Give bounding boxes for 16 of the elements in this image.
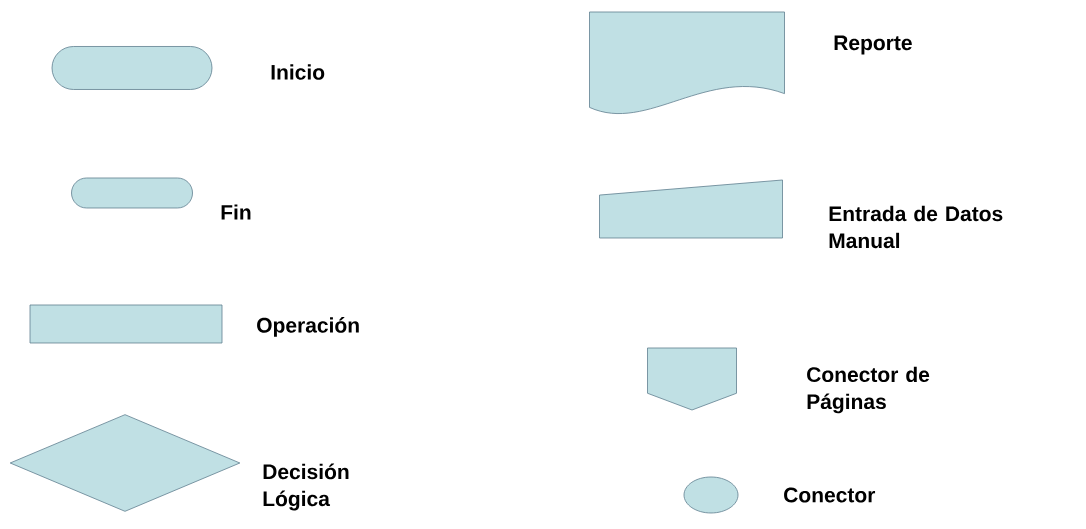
connector-circle: [683, 476, 739, 514]
symbol-label: Fin: [221, 204, 251, 220]
symbol-label: Conector: [784, 487, 876, 503]
off-page-connector-symbol: [647, 347, 737, 411]
process-rectangle: [29, 304, 223, 344]
decision-diamond: [9, 414, 241, 512]
terminal-symbol: [71, 177, 193, 209]
symbol-label: Decisión Lógica: [263, 463, 349, 511]
symbol-label: Conector de Páginas: [807, 366, 930, 414]
document-symbol: [589, 11, 785, 114]
symbol-label: Operación: [257, 317, 359, 337]
symbol-label: Reporte: [834, 35, 912, 55]
manual-input-symbol: [599, 179, 783, 239]
symbol-label: Entrada de Datos Manual: [829, 205, 1003, 249]
terminal-symbol: [51, 46, 213, 90]
symbol-label: Inicio: [271, 64, 325, 80]
